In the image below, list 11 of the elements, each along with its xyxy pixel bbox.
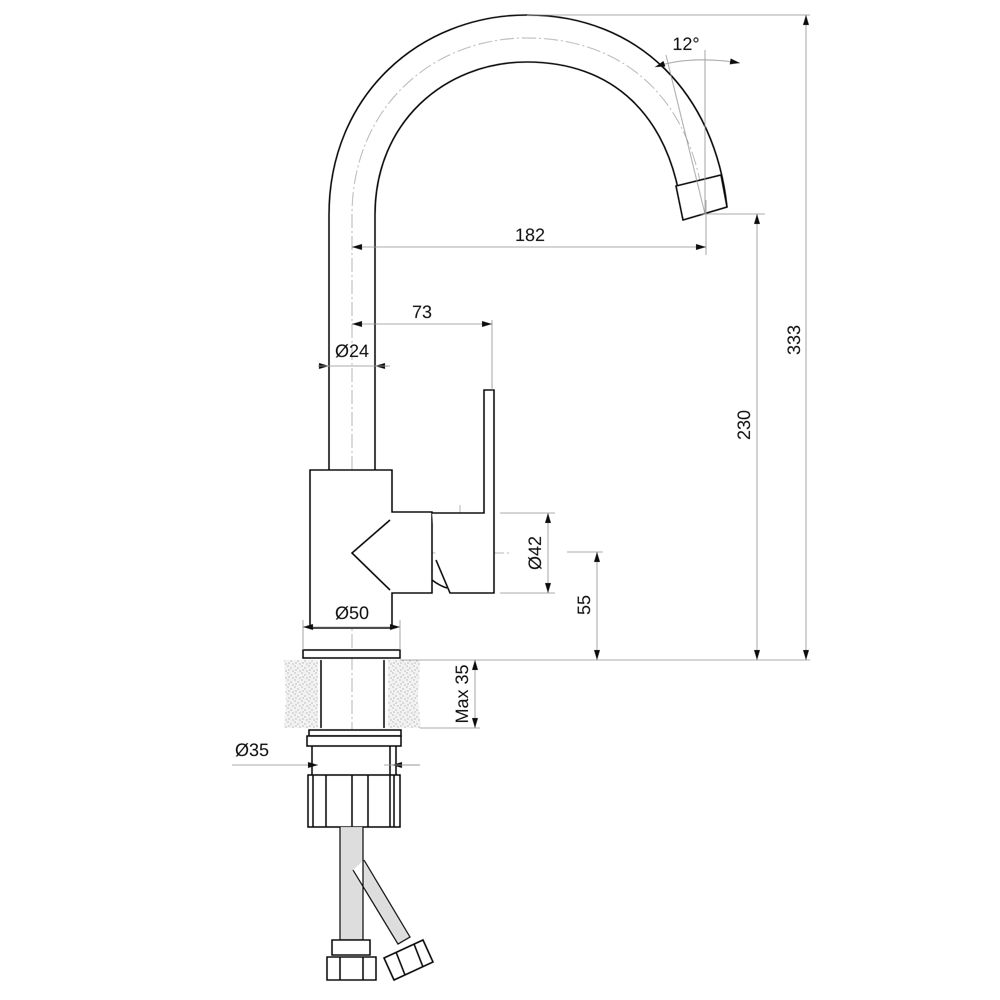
dimension-label: 182: [514, 226, 546, 244]
dimension-label: 12°: [672, 35, 700, 53]
dimension-label: 230: [735, 410, 753, 440]
dimension-label: Ø24: [334, 342, 370, 360]
dimension-label: Ø35: [234, 741, 270, 759]
dimension-label: Max 35: [453, 664, 471, 724]
dimension-label: 55: [575, 594, 593, 616]
dimension-label: Ø50: [334, 604, 370, 622]
dimension-label: Ø42: [526, 536, 544, 570]
dimension-label: 333: [785, 324, 803, 356]
dimension-label: 73: [412, 303, 432, 321]
